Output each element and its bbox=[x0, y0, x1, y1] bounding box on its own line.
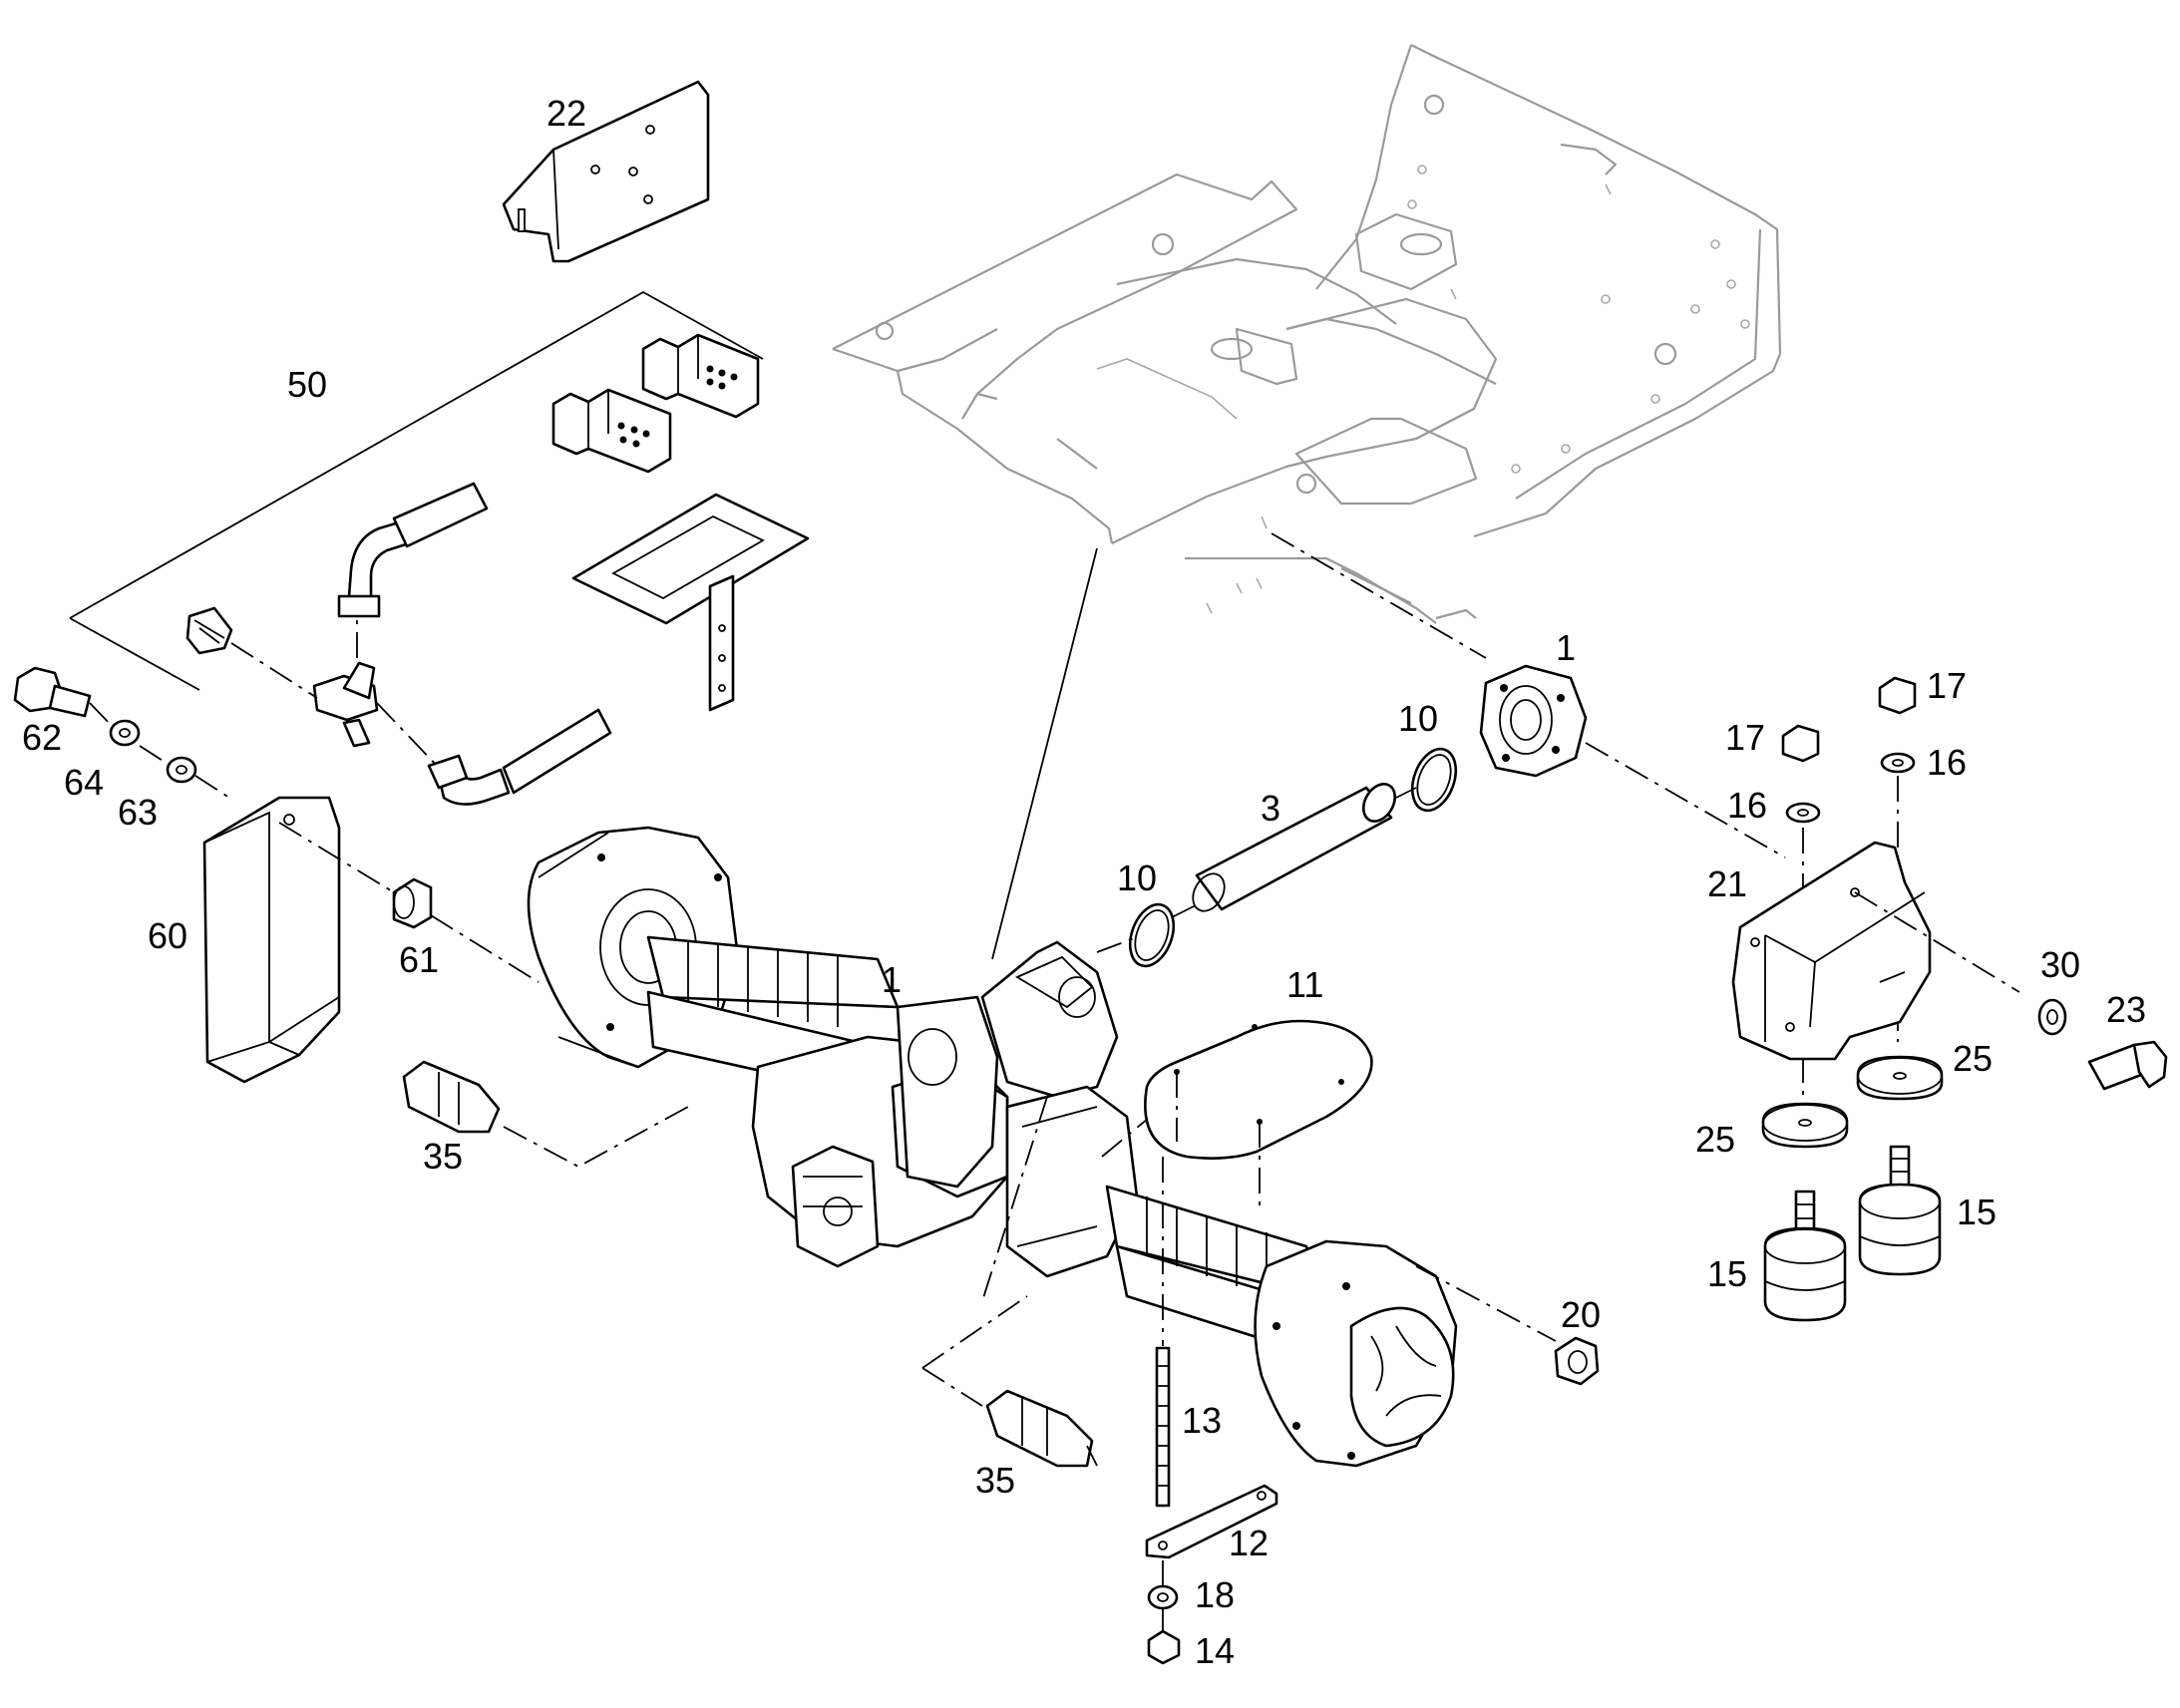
label-17-lower: 17 bbox=[1725, 717, 1765, 758]
part-18-washer bbox=[1147, 1584, 1179, 1610]
label-14: 14 bbox=[1195, 1630, 1235, 1671]
part-64-washer bbox=[109, 719, 141, 747]
label-18: 18 bbox=[1195, 1574, 1235, 1615]
label-62: 62 bbox=[22, 717, 62, 758]
part-12-strap bbox=[1145, 1484, 1278, 1559]
part-3-pin bbox=[1192, 783, 1397, 912]
part-60-cover bbox=[202, 796, 341, 1084]
part-16-washer-lower bbox=[1785, 802, 1821, 824]
label-17-upper: 17 bbox=[1927, 665, 1967, 706]
label-15-upper: 15 bbox=[1957, 1192, 1997, 1232]
label-25-upper: 25 bbox=[1953, 1038, 1993, 1079]
label-64: 64 bbox=[64, 762, 104, 803]
label-35-right: 35 bbox=[975, 1460, 1015, 1501]
part-15-mount-lower bbox=[1763, 1190, 1847, 1322]
part-20-nut bbox=[1554, 1336, 1600, 1386]
label-12: 12 bbox=[1229, 1523, 1269, 1563]
part-25-disc-upper bbox=[1856, 1055, 1944, 1101]
label-16-upper: 16 bbox=[1927, 742, 1967, 783]
part-17-nut-lower bbox=[1781, 724, 1820, 763]
label-30: 30 bbox=[2040, 944, 2080, 985]
label-21: 21 bbox=[1707, 863, 1747, 904]
part-22-bracket-plate bbox=[502, 80, 710, 263]
label-1-flange: 1 bbox=[1556, 627, 1576, 668]
label-15-lower: 15 bbox=[1707, 1253, 1747, 1294]
part-11-cover-plate bbox=[1144, 1019, 1373, 1160]
label-22: 22 bbox=[546, 93, 586, 134]
part-21-mount-bracket bbox=[1731, 841, 1932, 1061]
part-1-flange bbox=[1479, 664, 1588, 778]
part-35-sensor-right bbox=[985, 1389, 1098, 1468]
part-14-nut bbox=[1147, 1629, 1181, 1665]
label-35-left: 35 bbox=[423, 1136, 463, 1177]
part-23-bolt bbox=[2087, 1040, 2168, 1091]
label-20: 20 bbox=[1561, 1294, 1601, 1335]
part-25-disc-lower bbox=[1761, 1102, 1849, 1149]
part-1-axle-assembly bbox=[527, 826, 1458, 1468]
label-60: 60 bbox=[148, 915, 187, 956]
label-16-lower: 16 bbox=[1727, 785, 1767, 826]
label-13: 13 bbox=[1182, 1400, 1222, 1441]
part-50-valve-kit bbox=[69, 290, 810, 806]
part-35-sensor-left bbox=[402, 1060, 501, 1134]
chassis-frame bbox=[832, 44, 1782, 624]
part-10-o-ring-lower bbox=[1128, 902, 1176, 968]
label-3: 3 bbox=[1261, 788, 1280, 829]
label-10-lower: 10 bbox=[1117, 857, 1157, 898]
part-63-washer bbox=[166, 756, 197, 784]
part-61-bushing bbox=[392, 877, 433, 929]
label-63: 63 bbox=[118, 792, 158, 833]
label-50: 50 bbox=[287, 364, 327, 405]
part-62-bolt bbox=[13, 666, 92, 718]
part-13-stud bbox=[1155, 1346, 1171, 1508]
label-23: 23 bbox=[2106, 989, 2146, 1030]
part-16-washer-upper bbox=[1880, 752, 1916, 774]
part-17-nut-upper bbox=[1878, 676, 1917, 715]
label-10-upper: 10 bbox=[1398, 698, 1438, 739]
label-25-lower: 25 bbox=[1695, 1119, 1735, 1160]
part-30-washer bbox=[2037, 998, 2067, 1036]
callout-labels: 22 50 62 64 63 60 61 35 35 1 1 10 10 3 1… bbox=[22, 93, 2146, 1671]
label-11: 11 bbox=[1286, 964, 1323, 1005]
part-10-o-ring-upper bbox=[1410, 747, 1458, 813]
label-1-axle: 1 bbox=[882, 959, 902, 1000]
part-15-mount-upper bbox=[1858, 1145, 1942, 1276]
label-61: 61 bbox=[399, 939, 439, 980]
